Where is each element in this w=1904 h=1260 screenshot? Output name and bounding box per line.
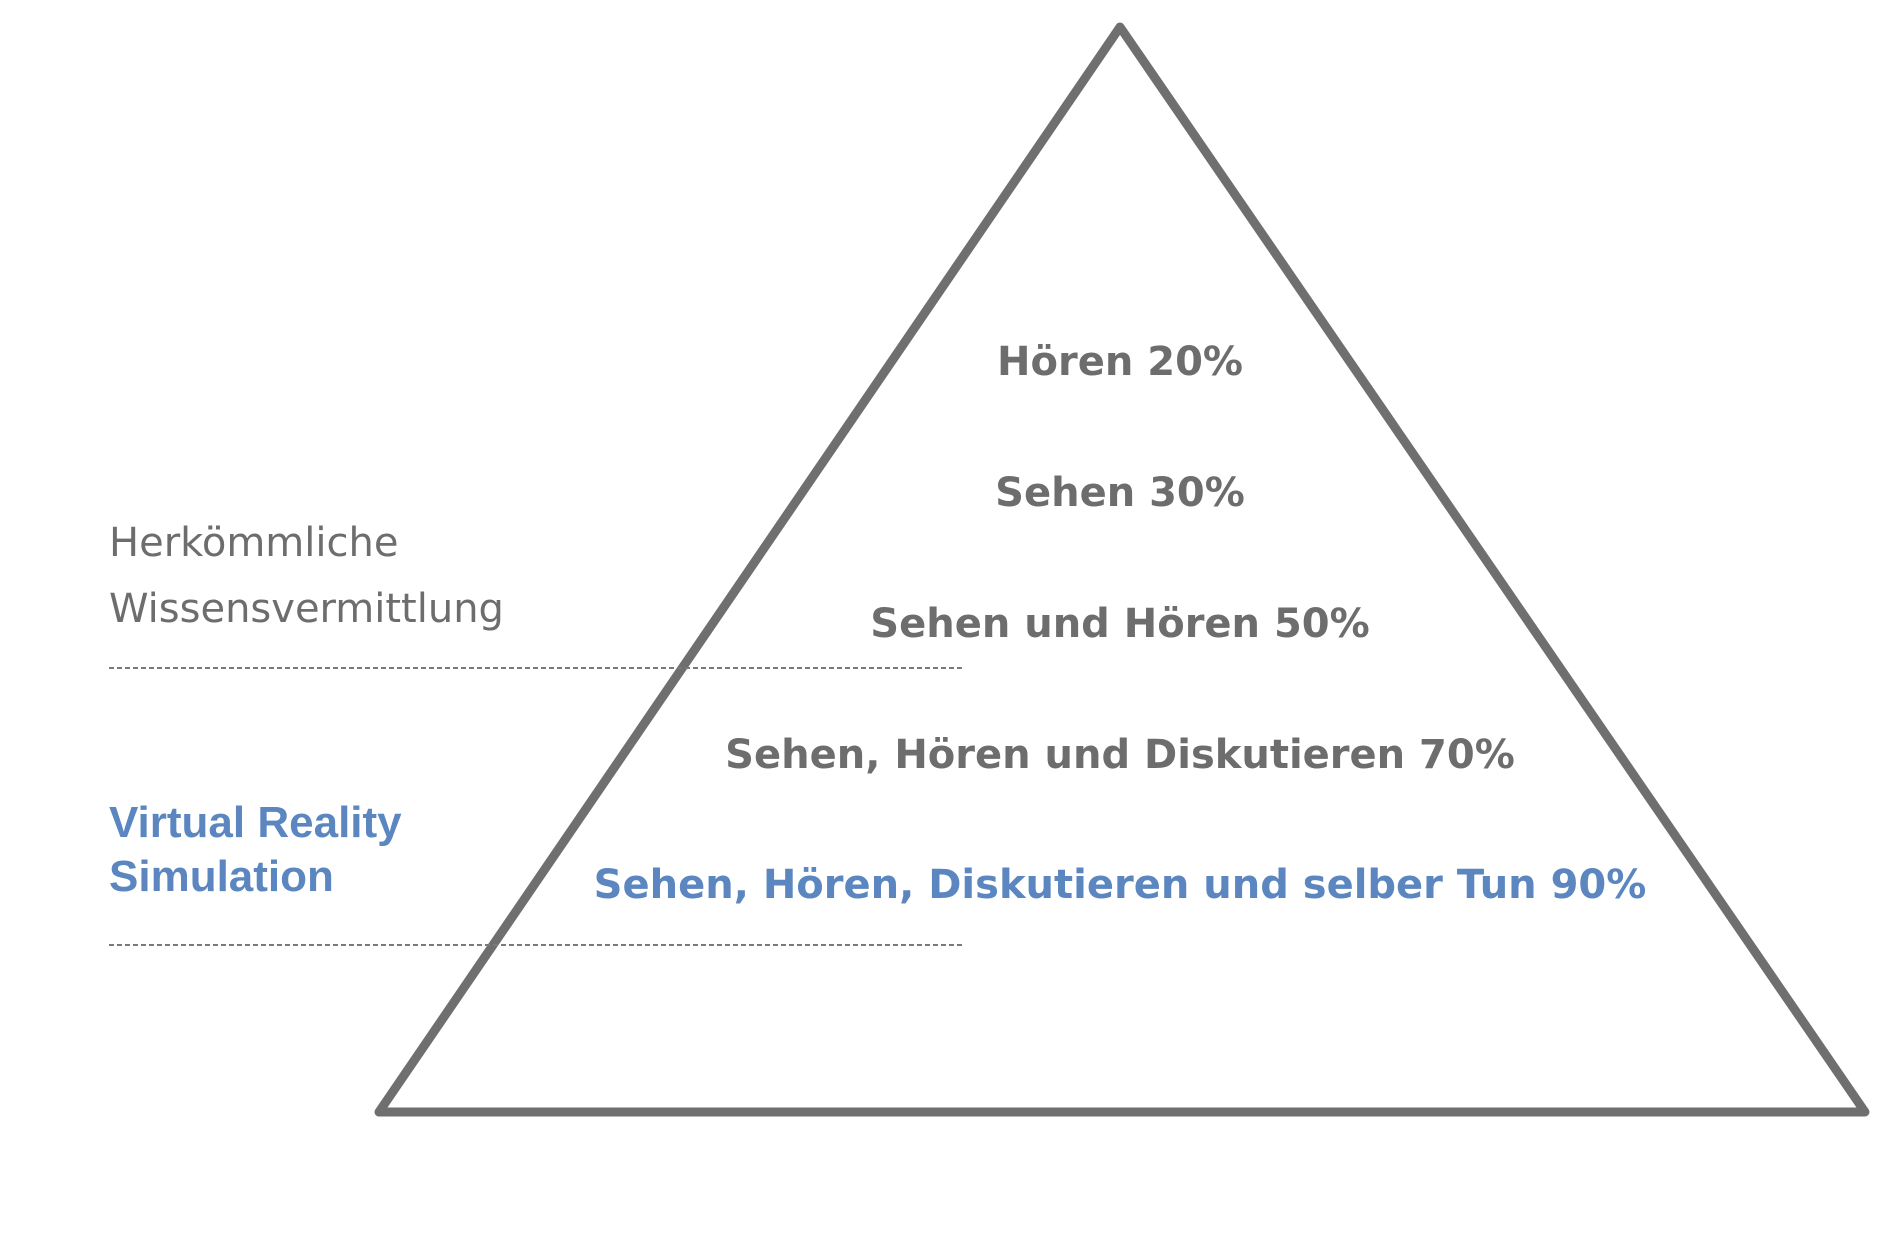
level-sehen: Sehen 30% <box>995 470 1245 516</box>
label-vr-simulation: Virtual Reality Simulation <box>109 796 402 904</box>
label-traditional-learning: Herkömmliche Wissensvermittlung <box>109 510 504 642</box>
label-traditional-line1: Herkömmliche <box>109 520 399 566</box>
level-sehen-hoeren: Sehen und Hören 50% <box>870 601 1369 647</box>
label-vr-line1: Virtual Reality <box>109 798 402 847</box>
level-sehen-hoeren-diskutieren: Sehen, Hören und Diskutieren 70% <box>725 732 1515 778</box>
level-selber-tun: Sehen, Hören, Diskutieren und selber Tun… <box>594 862 1647 908</box>
label-vr-line2: Simulation <box>109 852 334 901</box>
pyramid-outline <box>374 22 1870 1117</box>
label-traditional-line2: Wissensvermittlung <box>109 586 504 632</box>
level-hoeren: Hören 20% <box>997 339 1243 385</box>
